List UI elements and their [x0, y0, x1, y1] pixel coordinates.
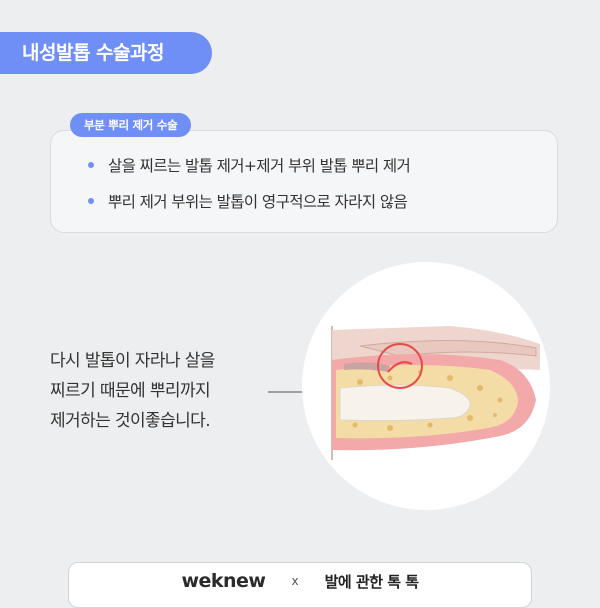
page-title: 내성발톱 수술과정 [0, 32, 212, 74]
card-tag: 부분 뿌리 제거 수술 [70, 113, 192, 137]
bullet-item: 살을 찌르는 발톱 제거+제거 부위 발톱 뿌리 제거 [88, 154, 411, 176]
toe-cross-section-illustration [300, 260, 552, 512]
separator-icon: x [291, 574, 299, 588]
bullet-dot-icon [88, 198, 94, 204]
bullet-item: 뿌리 제거 부위는 발톱이 영구적으로 자라지 않음 [88, 190, 408, 212]
series-title: 발에 관한 톡 톡 [324, 572, 419, 591]
illustration-caption: 다시 발톱이 자라나 살을 찌르기 때문에 뿌리까지 제거하는 것이좋습니다. [50, 346, 215, 436]
caption-line: 찌르기 때문에 뿌리까지 [50, 381, 211, 401]
footer-content: weknew x 발에 관한 톡 톡 [0, 568, 600, 594]
brand-logo: weknew [181, 570, 266, 592]
caption-line: 다시 발톱이 자라나 살을 [50, 351, 215, 371]
bullet-text: 살을 찌르는 발톱 제거+제거 부위 발톱 뿌리 제거 [108, 157, 411, 175]
info-card [50, 130, 558, 233]
bullet-dot-icon [88, 162, 94, 168]
bullet-text: 뿌리 제거 부위는 발톱이 영구적으로 자라지 않음 [108, 193, 408, 211]
caption-line: 제거하는 것이좋습니다. [50, 411, 211, 431]
